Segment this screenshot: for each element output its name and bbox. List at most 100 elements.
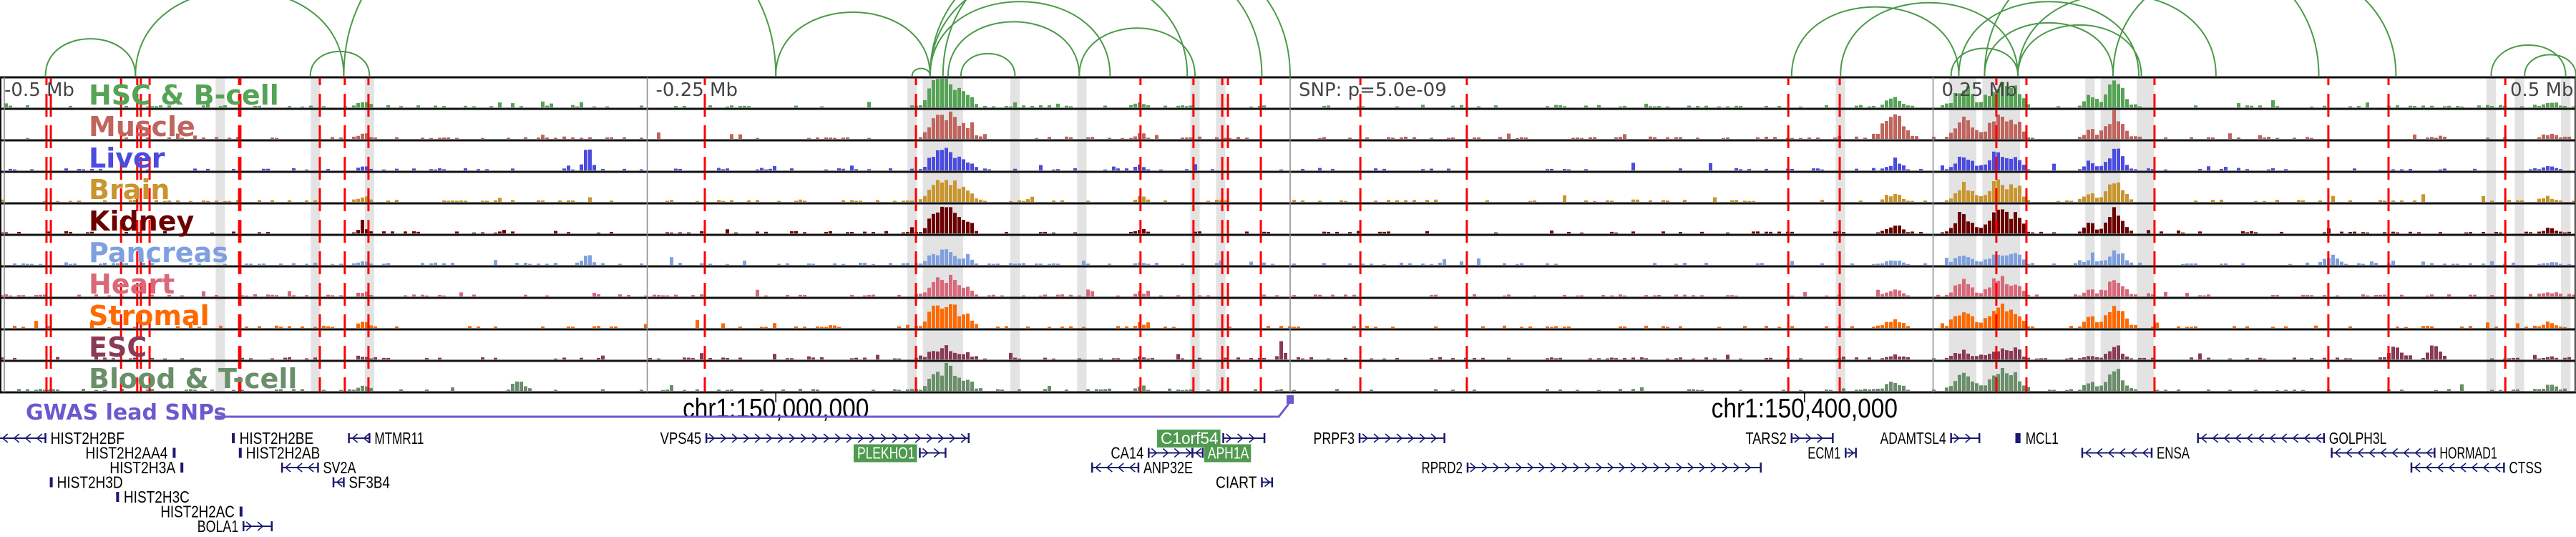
strand-forward-arrow-icon [1419,433,1426,443]
signal-bar [2001,348,2004,359]
signal-bar [1043,231,1047,233]
signal-bar [580,102,583,107]
signal-bar [2516,200,2519,202]
signal-bar [2078,326,2082,328]
signal-bar [867,295,871,296]
signal-bar [726,390,729,391]
signal-bar [1992,352,1996,359]
signal-bar [1657,106,1661,107]
signal-bar [189,389,192,391]
signal-bar [2207,389,2210,391]
signal-bar [2434,346,2438,359]
track-pancreas [13,249,2571,265]
signal-bar [738,134,742,139]
signal-bar [975,294,978,296]
signal-bar [2323,258,2326,265]
signal-bar [949,111,952,139]
signal-bar [1163,200,1167,202]
signal-bar [2533,105,2537,107]
signal-bar [2314,325,2318,328]
signal-bar [2533,325,2537,328]
signal-bar [1558,105,1562,107]
signal-bar [2546,102,2550,107]
signal-bar [146,137,150,139]
track-label: Brain [89,174,170,205]
signal-bar [1889,227,1893,233]
signal-bar [1953,353,1957,359]
signal-bar [962,380,965,391]
signal-bar [1382,263,1386,265]
signal-bar [2091,382,2094,391]
signal-bar [2052,263,2056,265]
signal-bar [2512,357,2515,359]
strand-reverse-arrow-icon [2292,433,2299,443]
signal-bar [610,326,613,328]
signal-bar [2005,373,2009,391]
signal-bar [1181,358,1184,359]
signal-bar [1984,131,1987,139]
signal-bar [1880,123,1884,139]
signal-bar [129,358,132,359]
signal-bar [352,105,356,107]
signal-bar [1902,293,1906,296]
gene-exon [2015,433,2021,443]
signal-bar [623,168,626,170]
signal-bar [2009,253,2013,265]
signal-bar [1026,199,1030,202]
signal-bar [1065,136,1068,139]
signal-bar [69,231,72,233]
signal-bar [979,199,982,202]
signal-bar [2421,105,2425,107]
signal-bar [82,389,85,391]
signal-bar [2185,293,2189,296]
signal-bar [1172,326,1176,328]
signal-bar [2233,326,2236,328]
signal-bar [2177,389,2180,391]
interaction-arc [44,38,137,77]
signal-bar [940,206,944,233]
strand-forward-arrow-icon [1641,463,1649,473]
signal-bar [356,355,360,359]
signal-bar [1507,133,1511,139]
strand-reverse-arrow-icon [284,463,291,473]
signal-bar [1335,231,1339,233]
signal-bar [2275,295,2279,296]
strand-reverse-arrow-icon [2482,463,2489,473]
signal-bar [1644,295,1648,296]
signal-bar [2117,253,2120,265]
signal-bar [2396,105,2399,107]
strand-forward-arrow-icon [708,433,716,443]
signal-bar [554,263,557,265]
signal-bar [1996,255,2000,265]
signal-bar [369,294,373,296]
signal-bar [1966,86,1970,107]
signal-bar [1696,106,1699,107]
gene-label: PRPF3 [1314,429,1355,448]
signal-bar [2550,293,2554,296]
strand-forward-arrow-icon [1664,463,1672,473]
signal-bar [228,137,231,139]
signal-bar [936,150,940,170]
signal-bar [2542,134,2545,139]
signal-bar [949,304,952,328]
signal-bar [438,357,441,359]
signal-bar [2482,195,2485,202]
signal-bar [1941,232,1944,233]
signal-bar [726,357,729,359]
signal-bar [1589,137,1592,139]
signal-bar [957,217,961,233]
signal-bar [193,135,197,139]
signal-bar [945,79,948,107]
signal-bar [872,263,875,265]
signal-bar [1060,294,1064,296]
signal-bar [979,136,982,139]
signal-bar [1146,169,1150,170]
signal-bar [2361,263,2365,265]
signal-bar [1086,200,1090,202]
signal-bar [670,257,673,265]
signal-bar [2005,211,2009,233]
signal-bar [1932,136,1936,139]
signal-bar [331,263,334,265]
signal-bar [2555,357,2558,359]
signal-bar [2550,384,2554,391]
